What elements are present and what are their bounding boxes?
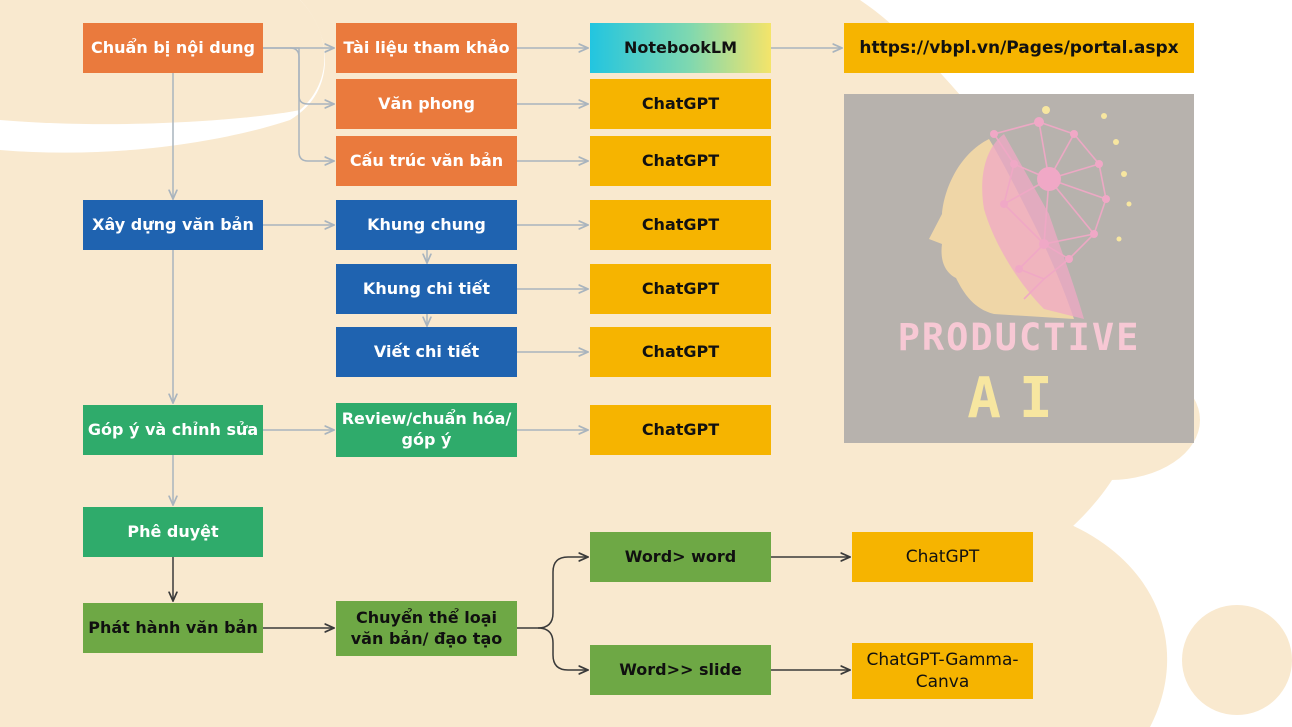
stage-build: Xây dựng văn bản (83, 200, 263, 250)
task-review-label: Review/chuẩn hóa/ góp ý (341, 409, 512, 449)
tool-chatgpt-detail: ChatGPT (590, 264, 771, 314)
task-detailed-writing-label: Viết chi tiết (373, 341, 480, 361)
stage-publish: Phát hành văn bản (83, 603, 263, 653)
tool-chatgpt-writing-label: ChatGPT (641, 341, 720, 361)
task-word-word: Word> word (590, 532, 771, 582)
tool-chatgpt-style-label: ChatGPT (641, 93, 720, 113)
stage-review: Góp ý và chỉnh sửa (83, 405, 263, 455)
task-word-word-label: Word> word (624, 546, 737, 566)
task-style: Văn phong (336, 79, 517, 129)
tool-chatgpt-writing: ChatGPT (590, 327, 771, 377)
logo-line-productive: PRODUCTIVE (897, 316, 1141, 359)
tool-chatgpt-structure: ChatGPT (590, 136, 771, 186)
tool-notebooklm-label: NotebookLM (623, 37, 738, 57)
task-detailed-frame: Khung chi tiết (336, 264, 517, 314)
stage-review-label: Góp ý và chỉnh sửa (87, 419, 259, 439)
task-style-label: Văn phong (378, 93, 475, 113)
stage-prepare: Chuẩn bị nội dung (83, 23, 263, 73)
tool-gamma-label: ChatGPT-Gamma-Canva (866, 649, 1019, 692)
task-word-slide-label: Word>> slide (619, 659, 742, 679)
task-review: Review/chuẩn hóa/ góp ý (336, 403, 517, 457)
tool-url[interactable]: https://vbpl.vn/Pages/portal.aspx (844, 23, 1194, 73)
logo-line-ai: AI (967, 366, 1071, 431)
tool-chatgpt-style: ChatGPT (590, 79, 771, 129)
tool-url-label[interactable]: https://vbpl.vn/Pages/portal.aspx (859, 37, 1179, 58)
task-references-label: Tài liệu tham khảo (343, 37, 510, 57)
stage-publish-label: Phát hành văn bản (88, 617, 258, 637)
task-convert-label: Chuyển thể loại văn bản/ đạo tạo (350, 607, 503, 648)
tool-chatgpt-review: ChatGPT (590, 405, 771, 455)
stage-prepare-label: Chuẩn bị nội dung (91, 37, 255, 57)
productive-ai-logo: PRODUCTIVE AI (844, 94, 1194, 443)
tool-chatgpt-frame-label: ChatGPT (641, 214, 720, 234)
stage-approve-label: Phê duyệt (127, 521, 219, 541)
stage-build-label: Xây dựng văn bản (92, 214, 254, 234)
tool-chatgpt-review-label: ChatGPT (641, 419, 720, 439)
tool-notebooklm: NotebookLM (590, 23, 771, 73)
stage-approve: Phê duyệt (83, 507, 263, 557)
ai-head-icon (929, 106, 1132, 319)
task-convert: Chuyển thể loại văn bản/ đạo tạo (336, 601, 517, 656)
task-detailed-writing: Viết chi tiết (336, 327, 517, 377)
tool-chatgpt-word-label: ChatGPT (905, 546, 980, 567)
tool-chatgpt-structure-label: ChatGPT (641, 150, 720, 170)
task-references: Tài liệu tham khảo (336, 23, 517, 73)
task-general-frame-label: Khung chung (367, 214, 486, 234)
task-general-frame: Khung chung (336, 200, 517, 250)
task-structure-label: Cấu trúc văn bản (349, 150, 504, 170)
task-word-slide: Word>> slide (590, 645, 771, 695)
task-structure: Cấu trúc văn bản (336, 136, 517, 186)
task-detailed-frame-label: Khung chi tiết (362, 278, 491, 298)
tool-chatgpt-detail-label: ChatGPT (641, 278, 720, 298)
tool-chatgpt-word: ChatGPT (852, 532, 1033, 582)
tool-chatgpt-frame: ChatGPT (590, 200, 771, 250)
tool-gamma: ChatGPT-Gamma-Canva (852, 643, 1033, 699)
